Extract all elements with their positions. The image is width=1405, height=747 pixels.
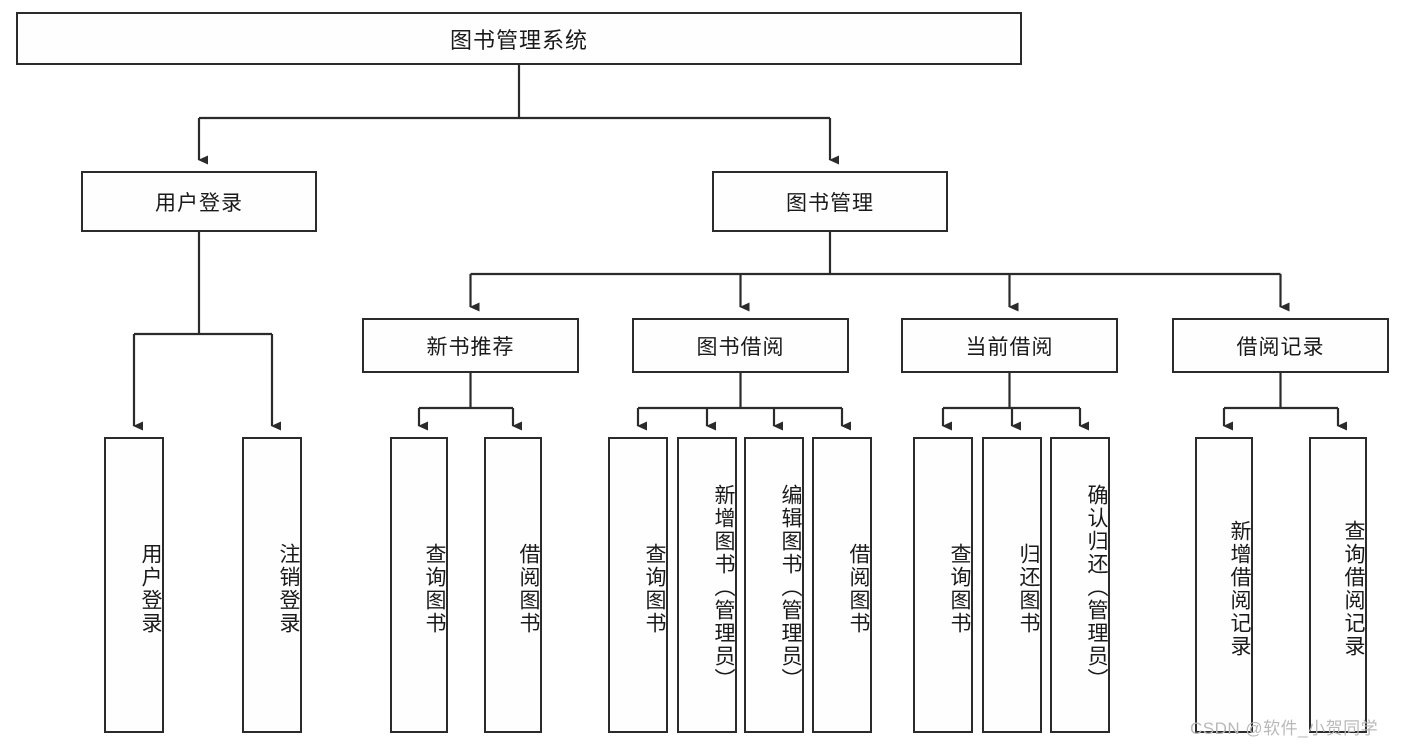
node-current-borrow-label: 当前借阅 (965, 335, 1054, 359)
node-leaf-add-book[interactable]: 新增图书（管理员） (677, 437, 737, 733)
node-leaf-query-book-2[interactable]: 查询图书 (608, 437, 668, 733)
node-leaf-confirm-return-label: 确认归还（管理员） (1085, 483, 1108, 691)
node-current-borrow[interactable]: 当前借阅 (901, 318, 1118, 373)
node-root[interactable]: 图书管理系统 (16, 12, 1022, 65)
watermark: CSDN @软件_小贺同学 (1190, 719, 1379, 738)
node-leaf-borrow-book-2-label: 借阅图书 (847, 543, 870, 635)
node-leaf-query-book-1[interactable]: 查询图书 (390, 437, 448, 733)
node-leaf-add-book-label: 新增图书（管理员） (712, 483, 735, 691)
node-leaf-query-record[interactable]: 查询借阅记录 (1309, 437, 1367, 733)
node-leaf-user-login[interactable]: 用户登录 (104, 437, 164, 733)
node-leaf-add-record-label: 新增借阅记录 (1228, 520, 1251, 658)
node-leaf-edit-book[interactable]: 编辑图书（管理员） (744, 437, 804, 733)
node-new-book-recommend-label: 新书推荐 (426, 335, 515, 359)
node-leaf-borrow-book-2[interactable]: 借阅图书 (812, 437, 872, 733)
node-leaf-query-record-label: 查询借阅记录 (1342, 520, 1365, 658)
node-borrow-record-label: 借阅记录 (1236, 335, 1325, 359)
node-book-borrow[interactable]: 图书借阅 (632, 318, 849, 373)
node-book-manage[interactable]: 图书管理 (712, 171, 948, 232)
node-leaf-add-record[interactable]: 新增借阅记录 (1195, 437, 1253, 733)
node-leaf-query-book-2-label: 查询图书 (643, 543, 666, 635)
node-leaf-edit-book-label: 编辑图书（管理员） (779, 483, 802, 691)
node-leaf-borrow-book-1[interactable]: 借阅图书 (484, 437, 542, 733)
node-leaf-borrow-book-1-label: 借阅图书 (517, 543, 540, 635)
node-book-manage-label: 图书管理 (786, 191, 874, 215)
node-leaf-user-login-label: 用户登录 (139, 543, 162, 635)
node-root-label: 图书管理系统 (449, 27, 588, 53)
node-leaf-query-book-3-label: 查询图书 (948, 543, 971, 635)
node-leaf-return-book-label: 归还图书 (1017, 543, 1040, 635)
node-leaf-logout-label: 注销登录 (277, 543, 300, 635)
node-user-login[interactable]: 用户登录 (81, 171, 317, 232)
node-leaf-return-book[interactable]: 归还图书 (982, 437, 1042, 733)
node-user-login-label: 用户登录 (155, 191, 243, 215)
node-new-book-recommend[interactable]: 新书推荐 (362, 318, 579, 373)
node-borrow-record[interactable]: 借阅记录 (1172, 318, 1389, 373)
node-leaf-logout[interactable]: 注销登录 (242, 437, 302, 733)
node-book-borrow-label: 图书借阅 (696, 335, 785, 359)
node-leaf-confirm-return[interactable]: 确认归还（管理员） (1050, 437, 1110, 733)
node-leaf-query-book-3[interactable]: 查询图书 (913, 437, 973, 733)
node-leaf-query-book-1-label: 查询图书 (423, 543, 446, 635)
